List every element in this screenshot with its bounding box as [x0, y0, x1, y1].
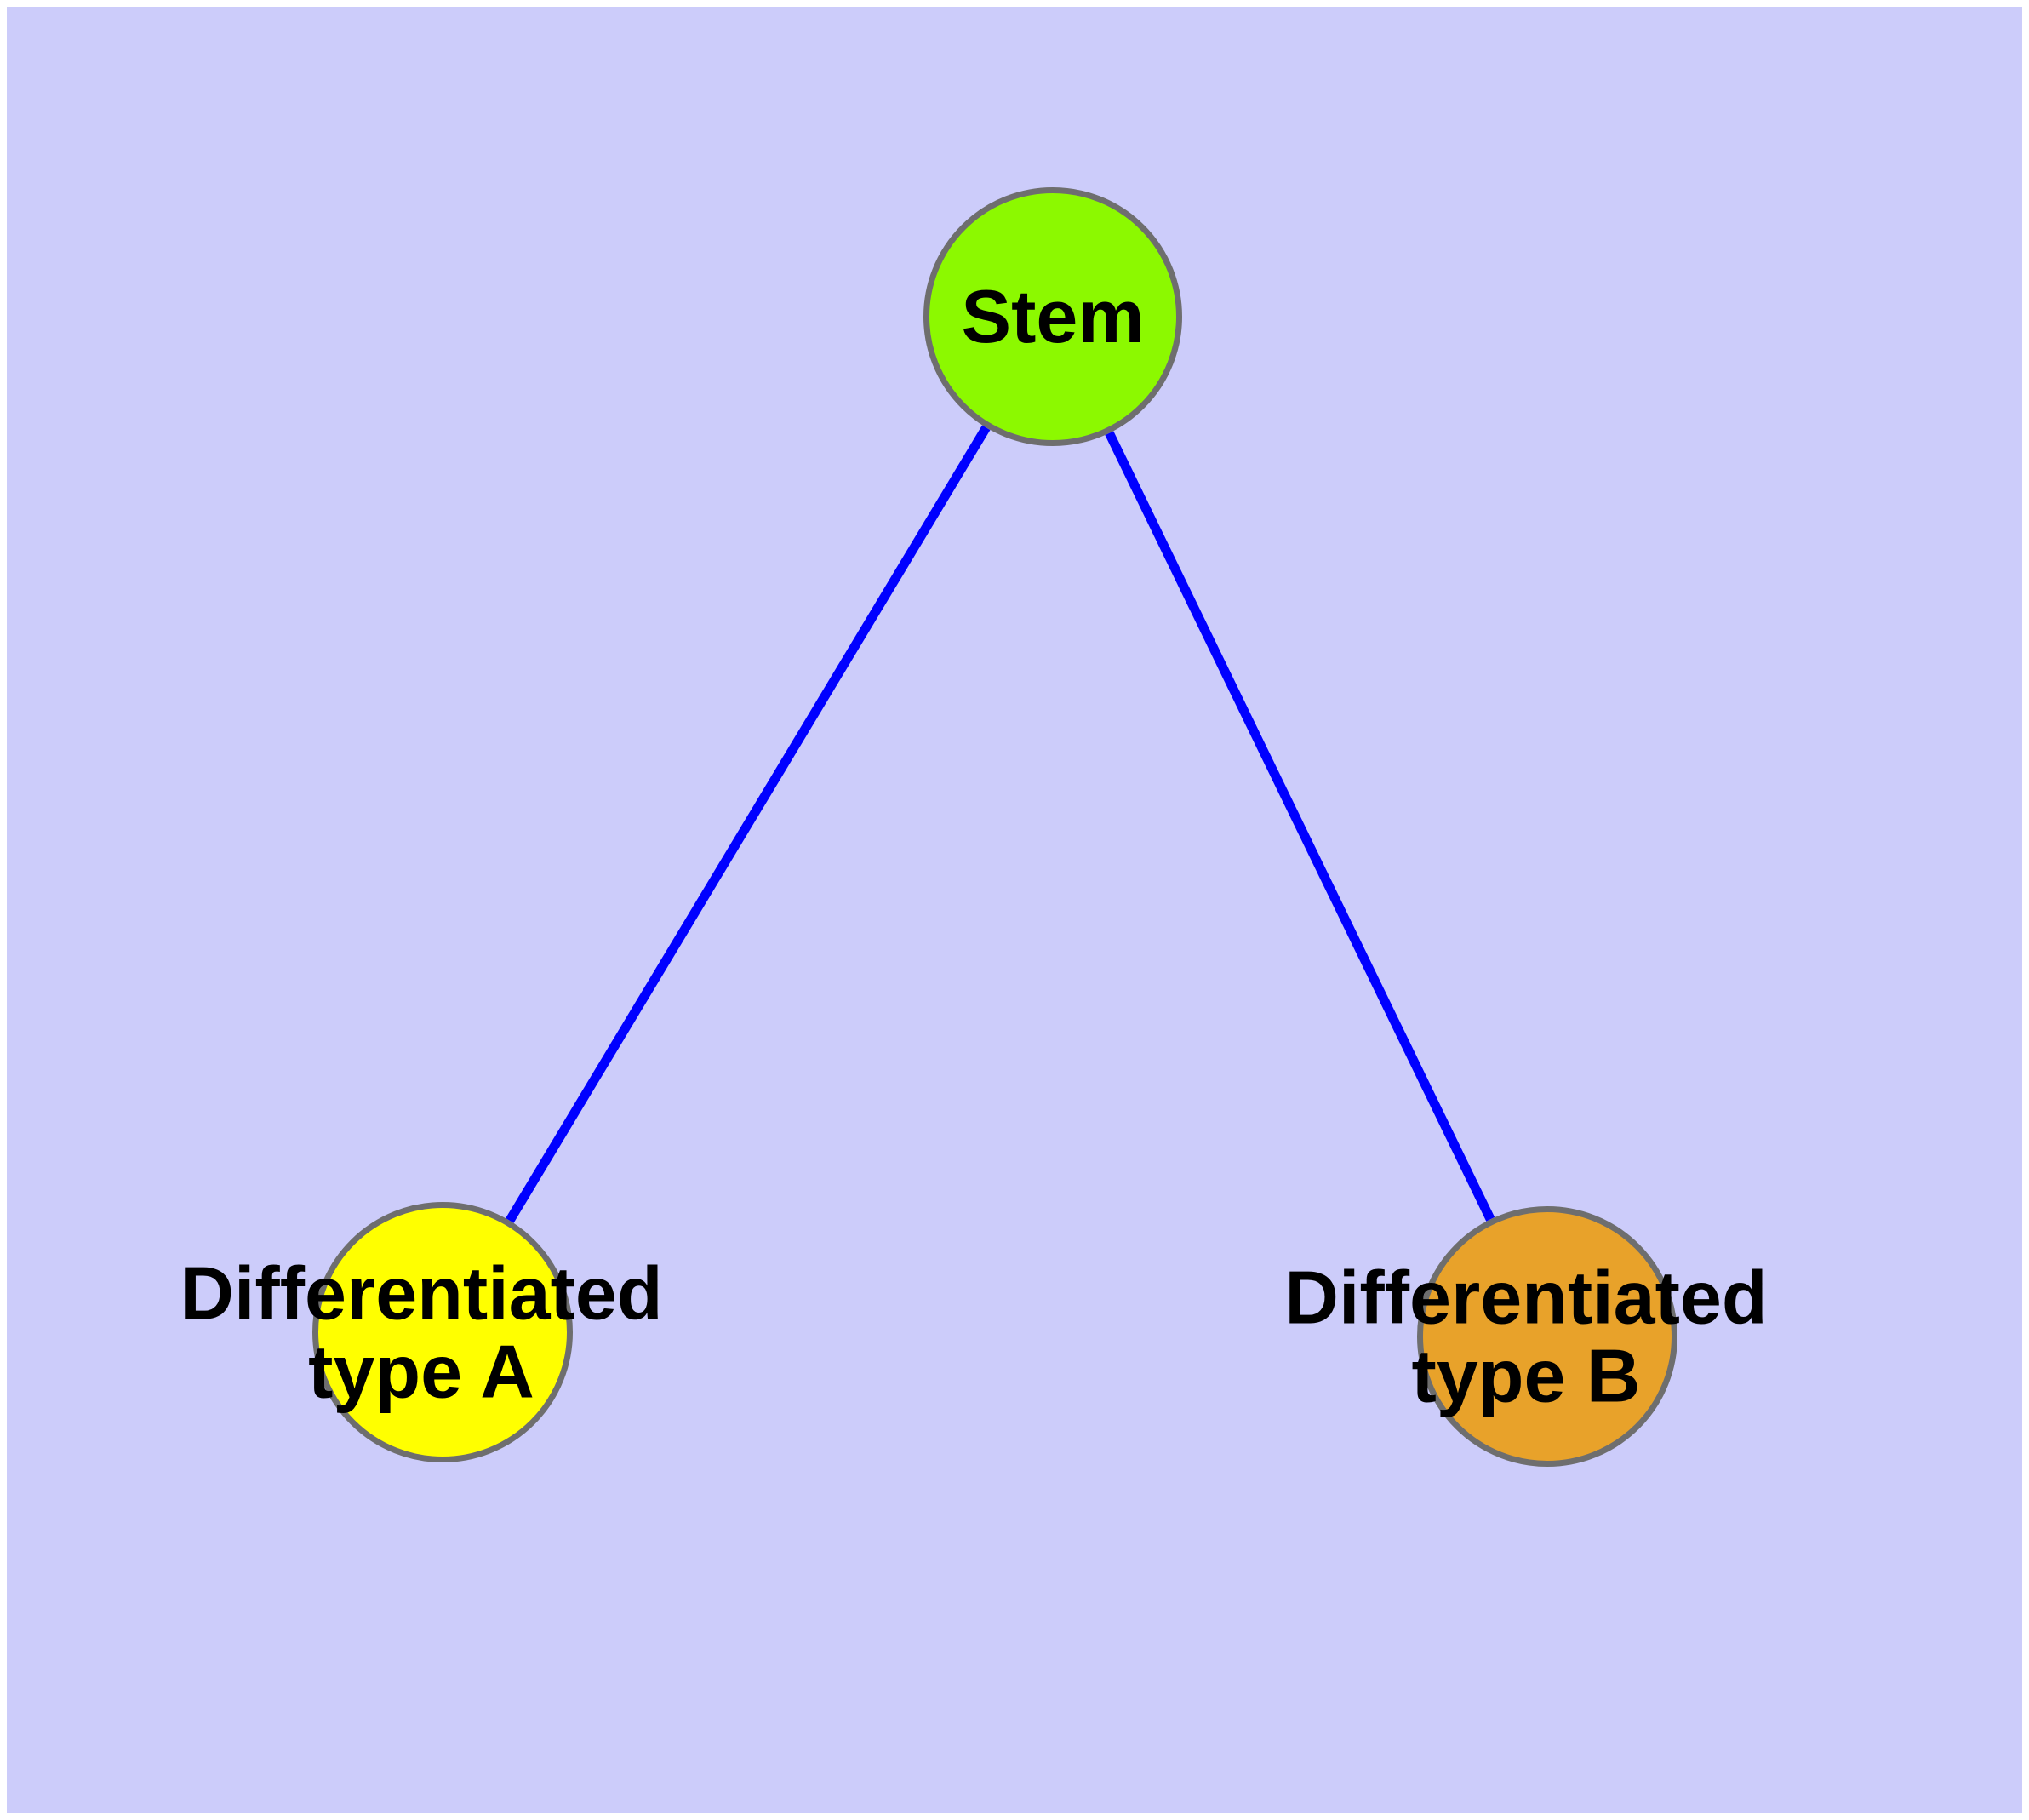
edge-layer — [506, 425, 1495, 1223]
edge-stem-diff-a — [506, 425, 991, 1223]
node-diff_b[interactable] — [1417, 1206, 1677, 1467]
node-layer — [312, 187, 1677, 1467]
node-diff_a[interactable] — [312, 1202, 573, 1462]
node-stem[interactable] — [923, 187, 1182, 446]
edge-stem-diff-b — [1105, 431, 1495, 1222]
